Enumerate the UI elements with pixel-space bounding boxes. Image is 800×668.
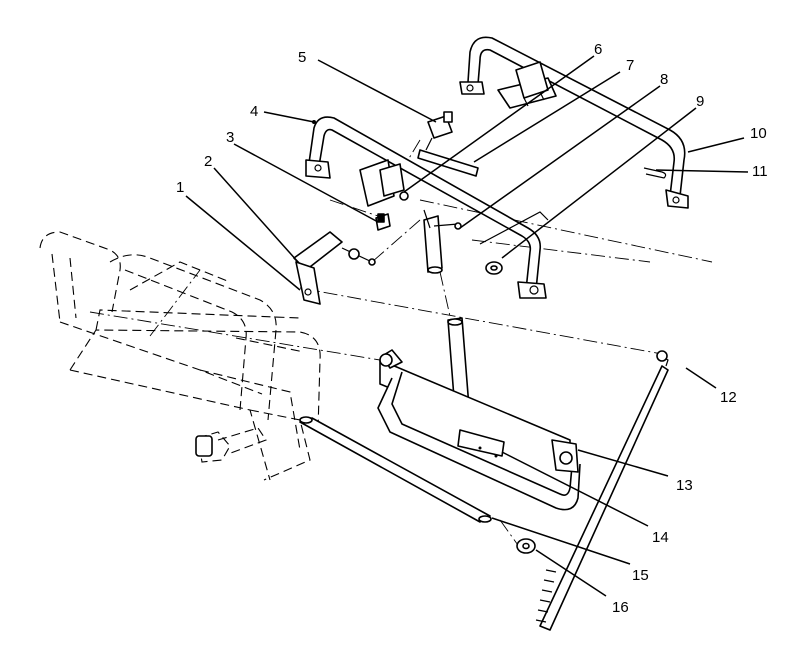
clip <box>375 213 391 231</box>
callout-16: 16 <box>612 599 629 616</box>
callout-1: 1 <box>176 179 184 196</box>
assembly-centerlines <box>89 139 713 549</box>
leader-7 <box>473 71 621 163</box>
callout-3: 3 <box>226 129 234 146</box>
callout-10: 10 <box>750 125 767 142</box>
callout-15: 15 <box>632 567 649 584</box>
callout-8: 8 <box>660 71 668 88</box>
leader-14 <box>501 451 649 527</box>
mower-body-phantom <box>39 231 321 481</box>
callout-14: 14 <box>652 529 669 546</box>
safety-switch <box>425 111 453 151</box>
leader-16 <box>535 549 607 597</box>
leader-4 <box>263 111 315 123</box>
lower-handle <box>305 116 549 299</box>
callout-12: 12 <box>720 389 737 406</box>
leader-12 <box>685 367 717 389</box>
upper-handle <box>459 36 689 209</box>
bushing <box>485 261 503 275</box>
callout-9: 9 <box>696 93 704 110</box>
callout-4: 4 <box>250 103 258 120</box>
washer <box>516 538 536 554</box>
handle-bracket <box>293 231 376 305</box>
leader-5 <box>317 59 437 123</box>
control-plate <box>359 149 479 207</box>
leader-15 <box>491 517 631 565</box>
leader-13 <box>577 449 669 477</box>
callout-6: 6 <box>594 41 602 58</box>
callout-labels: 1 2 3 4 5 6 7 8 9 10 11 12 13 14 15 16 <box>176 41 768 616</box>
leader-9 <box>501 107 697 259</box>
callout-2: 2 <box>204 153 212 170</box>
leader-2 <box>213 167 299 263</box>
callout-11: 11 <box>752 163 768 180</box>
bail-assembly <box>377 349 581 511</box>
leader-11 <box>655 169 749 173</box>
callout-5: 5 <box>298 49 306 66</box>
hairpin <box>643 167 667 179</box>
callout-7: 7 <box>626 57 634 74</box>
leader-1 <box>185 195 301 291</box>
leader-3 <box>233 143 379 223</box>
callout-13: 13 <box>676 477 693 494</box>
cable <box>535 350 669 631</box>
leader-10 <box>687 137 745 153</box>
leader-lines <box>185 55 749 597</box>
leader-8 <box>459 85 661 229</box>
leader-6 <box>403 55 595 193</box>
long-rod <box>299 416 492 523</box>
